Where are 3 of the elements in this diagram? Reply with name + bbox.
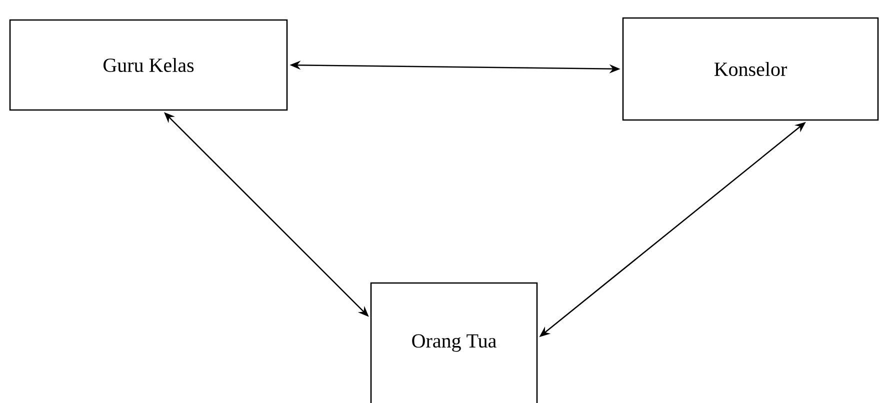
process-box: Guru Kelas	[9, 19, 288, 111]
process-box: Konselor	[622, 17, 879, 121]
process-box: Orang Tua	[370, 282, 538, 403]
